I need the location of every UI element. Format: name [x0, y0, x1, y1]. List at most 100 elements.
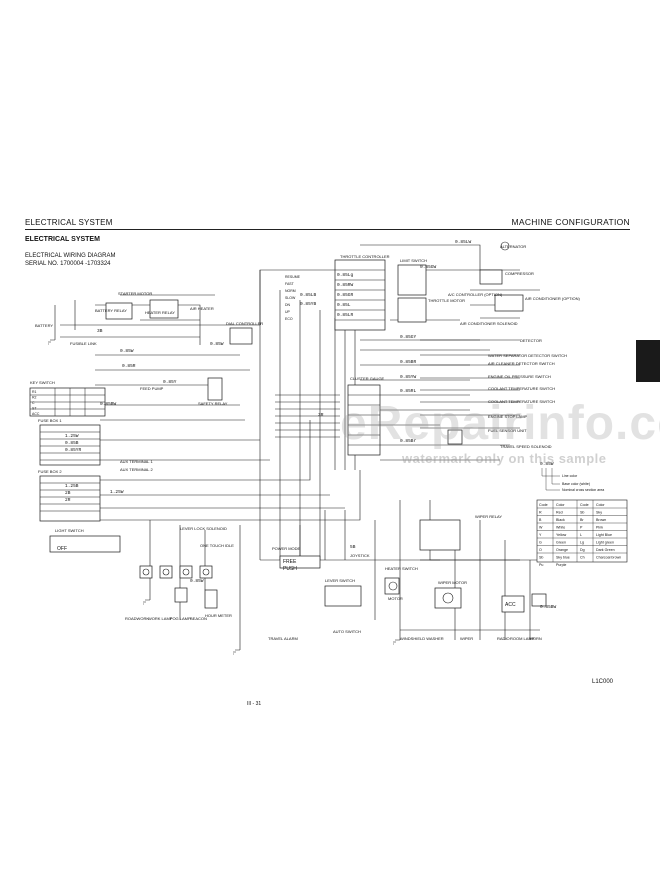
cluster-gauge-box [347, 384, 381, 456]
lamp-icon [182, 568, 190, 576]
lamp-icon [202, 568, 210, 576]
legend-cell: W [539, 526, 543, 530]
limit-switch-box [397, 264, 427, 296]
ground-icon [48, 339, 55, 345]
legend-cell: Red [556, 511, 563, 515]
header-section-label: ELECTRICAL SYSTEM [25, 218, 113, 227]
legend-cell: Sb [580, 511, 584, 515]
chapter-tab [636, 340, 660, 382]
legend-cell: Br [580, 518, 584, 522]
label-fuse-box-1: FUSE BOX 1 [38, 418, 62, 423]
lamp-box-1 [139, 565, 153, 579]
label-fusible-link: FUSIBLE LINK [70, 341, 97, 346]
horn-box [531, 593, 547, 607]
legend-cell: L [580, 533, 582, 537]
label-push: PUSH [283, 566, 297, 572]
key-switch-row-label: ACC [32, 412, 40, 416]
legend-cell: Pu [539, 563, 543, 567]
throttle-row-label: DN [285, 303, 291, 307]
label-travel-solenoid: TRAVEL SPEED SOLENOID [500, 444, 552, 449]
legend-cell: Pink [596, 526, 603, 530]
legend-line-color: Line color [562, 474, 578, 478]
label-beacon: BEACON [190, 616, 207, 621]
serial-number: SERIAL NO. 1700004 -1703324 [25, 261, 111, 267]
legend-base-color: Base color (white) [562, 482, 590, 486]
label-cluster-gauge: CLUSTER GAUGE [350, 376, 385, 381]
air-conditioner-box [494, 294, 524, 312]
key-switch-row-label: R1 [32, 390, 37, 394]
wire-code: 0.85R [122, 363, 136, 369]
wire-code: 0.85BR [400, 359, 417, 365]
fuse-box-2 [39, 475, 101, 522]
label-battery-relay: BATTERY RELAY [95, 308, 127, 313]
label-key-switch: KEY SWITCH [30, 380, 55, 385]
light-switch-box [49, 535, 121, 553]
legend-cell: Brown [596, 518, 606, 522]
lamp-box-2 [159, 565, 173, 579]
label-lever-lock-solenoid: LEVER LOCK SOLENOID [180, 526, 227, 531]
label-radio: RADIO [497, 636, 510, 641]
heater-relay-box [149, 299, 179, 319]
wire-code: 0.85BW [100, 401, 117, 407]
watermark-subtext: watermark only on this sample [402, 451, 607, 466]
wire-code: 3B [97, 328, 103, 334]
ground-icon [393, 639, 400, 645]
lamp-icon [142, 568, 150, 576]
fuse-box-1 [39, 424, 101, 466]
wire-code: 0.85YR [65, 447, 82, 453]
label-light-switch: LIGHT SWITCH [55, 528, 84, 533]
wire-code: 5B [350, 544, 356, 550]
label-battery: BATTERY [35, 323, 53, 328]
legend-cell: Charcoal brown [596, 556, 621, 560]
label-roadwork: ROADWORK [125, 616, 149, 621]
label-air-cleaner: AIR CLEANER DETECTOR SWITCH [488, 361, 555, 366]
label-lever-switch: LEVER SWITCH [325, 578, 355, 583]
label-acc: ACC [505, 602, 516, 608]
key-switch-row-label: ST [32, 407, 37, 411]
label-compressor: COMPRESSOR [505, 271, 534, 276]
label-fog-lamp: FOG LAMP [170, 616, 191, 621]
label-ac-controller: A/C CONTROLLER (OPTION) [448, 292, 503, 297]
wire-code: 0.85L [337, 302, 351, 308]
throttle-row-label: RESUME [285, 275, 301, 279]
ground-icon [233, 649, 240, 655]
wiper-motor-box [434, 587, 462, 609]
symbols [48, 241, 510, 655]
label-power-mode: POWER MODE [272, 546, 301, 551]
throttle-row-label: NORM [285, 289, 296, 293]
label-one-touch-idle: ONE TOUCH IDLE [200, 543, 234, 548]
alternator-icon [500, 241, 510, 251]
header-chapter-label: MACHINE CONFIGURATION [511, 217, 630, 227]
lever-switch-box [324, 585, 362, 607]
legend-header-color-2: Color [596, 503, 605, 507]
free-push-box [279, 555, 321, 569]
label-heater-switch: HEATER SWITCH [385, 566, 418, 571]
label-engine-stop-lamp: ENGINE STOP LAMP [488, 414, 528, 419]
wire-code: 1.25B [65, 483, 79, 489]
wire-code: 0.85W [190, 578, 204, 584]
header-rule [25, 229, 630, 230]
legend-cell: Sky [596, 511, 602, 515]
throttle-controller-box [334, 259, 386, 331]
lever-lock-solenoid-box [174, 587, 188, 603]
fuel-sender-box [447, 429, 463, 445]
label-air-conditioner: AIR CONDITIONER (OPTION) [525, 296, 581, 301]
legend-cell: P [580, 526, 583, 530]
label-heater-relay: HEATER RELAY [145, 310, 175, 315]
compressor-box [479, 269, 503, 285]
diagram-title: ELECTRICAL WIRING DIAGRAM [25, 253, 116, 259]
label-feed-pump: FEED PUMP [140, 386, 164, 391]
label-coolant-sensor: COOLANT TEMPERATURE SWITCH [488, 399, 555, 404]
throttle-row-label: ECO [285, 317, 293, 321]
label-aux-terminal-2: AUX TERMINAL 2 [120, 467, 153, 472]
wire-code: 0.85LB [300, 292, 317, 298]
wire-code: 0.85Y [163, 379, 177, 385]
label-hour-meter: HOUR METER [205, 613, 232, 618]
wire-code: 0.85YW [400, 374, 417, 380]
wire-code: 0.85Br [400, 438, 417, 444]
wire-code: 2B [65, 490, 71, 496]
label-washer: WINDSHIELD WASHER [400, 636, 444, 641]
throttle-row-label: FAST [285, 282, 295, 286]
wire-code: 1.25W [65, 433, 79, 439]
